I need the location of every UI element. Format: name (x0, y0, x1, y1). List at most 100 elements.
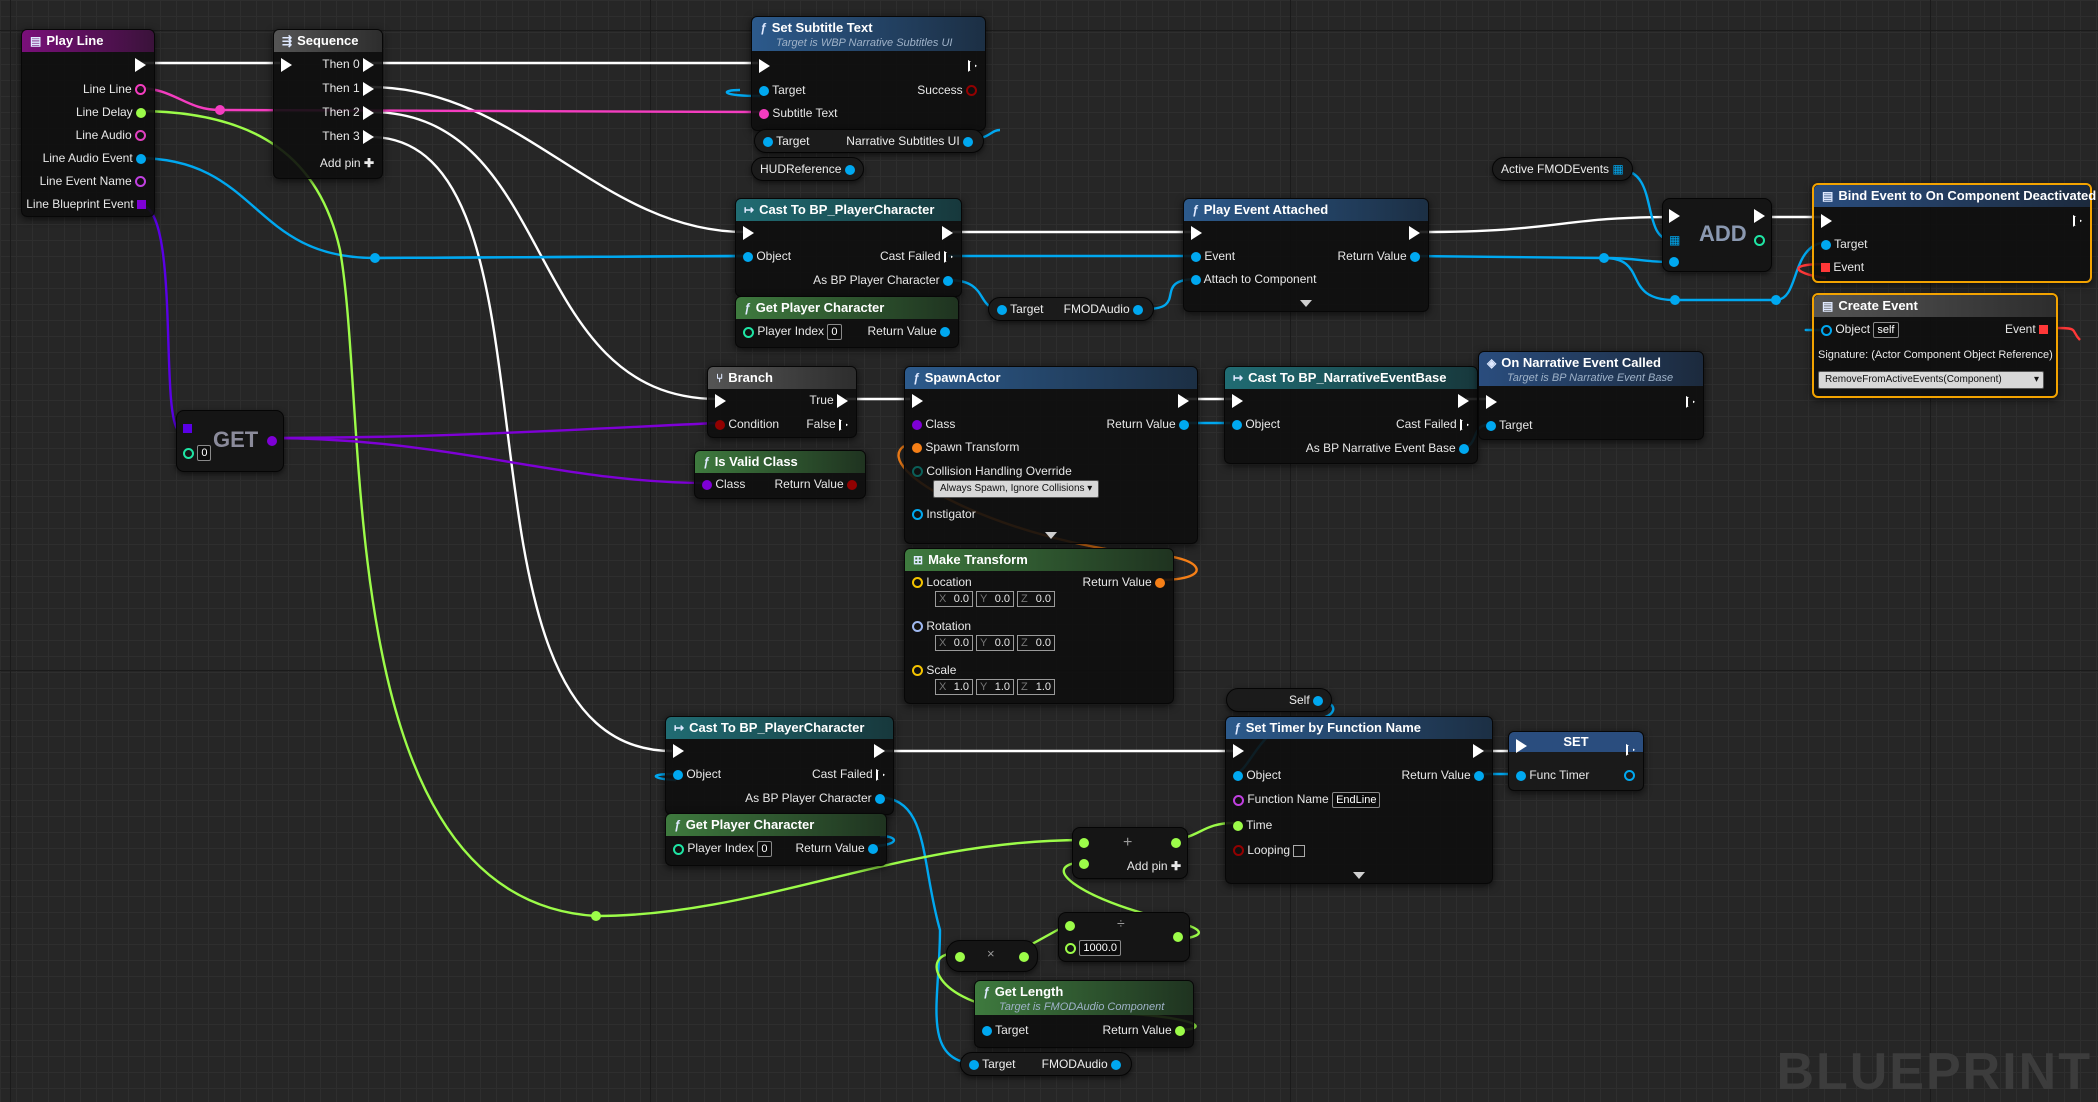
expand-arrow-icon[interactable] (1300, 300, 1312, 307)
get-index-input[interactable]: 0 (197, 445, 212, 461)
plus-b-pin[interactable] (1079, 856, 1089, 870)
on-narr-target-pin[interactable]: Target (1486, 418, 1532, 432)
fmod-audio-getter-1[interactable]: Target FMODAudio (988, 297, 1154, 321)
bind-event-event-pin[interactable]: Event (1821, 260, 1864, 274)
is-valid-return-pin[interactable]: Return Value (775, 477, 857, 491)
add-item-pin[interactable] (1669, 254, 1679, 268)
cast-narr-object-pin[interactable]: Object (1232, 417, 1280, 431)
object-self-input[interactable]: self (1873, 322, 1899, 338)
pin-line-blueprint-event[interactable]: Line Blueprint Event (26, 197, 146, 211)
make-transform-return-pin[interactable]: Return Value (1083, 575, 1165, 589)
sequence-node[interactable]: ⇶Sequence Then 0 Then 1 Then 2 Then 3 Ad… (273, 29, 383, 179)
set-timer-return-pin[interactable]: Return Value (1402, 768, 1484, 782)
cast1-exec-in[interactable] (743, 225, 754, 240)
add-index-pin[interactable] (1754, 233, 1765, 247)
looping-checkbox[interactable] (1293, 844, 1306, 857)
set-timer-time-pin[interactable]: Time (1233, 818, 1272, 832)
multiply-out-pin[interactable] (1019, 949, 1029, 963)
cast-narr-exec-in[interactable] (1232, 393, 1243, 408)
spawn-exec-out[interactable] (1178, 393, 1189, 408)
divide-b-pin[interactable]: 1000.0 (1065, 940, 1121, 956)
cast1-object-pin[interactable]: Object (743, 249, 791, 263)
add-array-pin[interactable]: ▦ (1669, 233, 1680, 247)
set-subtitle-exec-out[interactable] (968, 58, 977, 72)
bind-event-exec-in[interactable] (1821, 213, 1832, 228)
divide-a-pin[interactable] (1065, 918, 1075, 932)
set-timer-looping-pin[interactable]: Looping (1233, 843, 1306, 857)
sequence-then-1[interactable]: Then 1 (322, 81, 374, 96)
play-event-attach-pin[interactable]: Attach to Component (1191, 272, 1316, 286)
play-event-exec-out[interactable] (1409, 225, 1420, 240)
multiply-float-node[interactable]: × (946, 940, 1038, 972)
pin-line-audio[interactable]: Line Audio (76, 128, 146, 142)
cast-narr-exec-out[interactable] (1458, 393, 1469, 408)
array-add-node[interactable]: ADD ▦ (1662, 198, 1772, 272)
fmod-audio-getter-2[interactable]: Target FMODAudio (960, 1052, 1132, 1076)
is-valid-class-pin[interactable]: Class (702, 477, 745, 491)
sequence-then-3[interactable]: Then 3 (322, 129, 374, 144)
play-event-return-pin[interactable]: Return Value (1338, 249, 1420, 263)
pin-line-event-name[interactable]: Line Event Name (40, 174, 146, 188)
spawn-instigator-pin[interactable]: Instigator (912, 507, 976, 521)
sequence-add-pin[interactable]: Add pin ✚ (319, 156, 374, 170)
plus-a-pin[interactable] (1079, 835, 1089, 849)
player-index-input[interactable]: 0 (827, 324, 842, 340)
spawn-return-pin[interactable]: Return Value (1107, 417, 1189, 431)
get-length-target-pin[interactable]: Target (982, 1023, 1028, 1037)
set-func-timer-pin[interactable]: Func Timer (1516, 768, 1589, 782)
sequence-then-2[interactable]: Then 2 (322, 105, 374, 120)
get-player1-index-pin[interactable]: Player Index 0 (743, 324, 842, 340)
branch-true-pin[interactable]: True (809, 393, 848, 408)
create-event-node[interactable]: ▤Create Event Object self Event Signatur… (1812, 293, 2058, 398)
set-subtitle-exec-in[interactable] (759, 58, 770, 73)
branch-exec-in[interactable] (715, 393, 726, 408)
divide-float-node[interactable]: ÷ 1000.0 (1058, 912, 1190, 962)
set-exec-in[interactable] (1516, 738, 1527, 753)
spawn-collision-pin[interactable]: Collision Handling Override (912, 464, 1072, 478)
spawn-class-pin[interactable]: Class (912, 417, 955, 431)
cast2-exec-out[interactable] (874, 743, 885, 758)
hud-reference-variable[interactable]: HUDReference (751, 157, 864, 181)
narrative-subtitles-ui-getter[interactable]: Target Narrative Subtitles UI (754, 129, 984, 153)
play-event-exec-in[interactable] (1191, 225, 1202, 240)
get-index-pin[interactable]: 0 (183, 445, 212, 461)
cast-to-narrative-event-base-node[interactable]: ↦Cast To BP_NarrativeEventBase Object Ca… (1224, 366, 1478, 464)
sequence-exec-in[interactable] (281, 57, 292, 72)
cast-to-player-character-node-2[interactable]: ↦Cast To BP_PlayerCharacter Object Cast … (665, 716, 894, 815)
plus-out-pin[interactable] (1171, 835, 1181, 849)
location-pin[interactable]: Location (912, 575, 972, 589)
branch-condition-pin[interactable]: Condition (715, 417, 779, 431)
add-exec-in[interactable] (1669, 208, 1680, 223)
set-timer-function-name-pin[interactable]: Function Name EndLine (1233, 792, 1381, 808)
on-narr-exec-in[interactable] (1486, 394, 1497, 409)
get-player2-index-pin[interactable]: Player Index 0 (673, 841, 772, 857)
cast-to-player-character-node-1[interactable]: ↦Cast To BP_PlayerCharacter Object Cast … (735, 198, 962, 297)
set-timer-exec-out[interactable] (1473, 743, 1484, 758)
branch-false-pin[interactable]: False (806, 417, 848, 431)
spawn-transform-pin[interactable]: Spawn Transform (912, 440, 1019, 454)
sequence-then-0[interactable]: Then 0 (322, 57, 374, 72)
self-reference-node[interactable]: Self (1226, 688, 1332, 712)
get-array-pin[interactable] (183, 421, 192, 435)
array-get-node[interactable]: GET 0 (176, 410, 284, 472)
pin-line-audio-event[interactable]: Line Audio Event (43, 151, 146, 165)
cast-narr-cast-failed-pin[interactable]: Cast Failed (1396, 417, 1469, 431)
add-float-node[interactable]: + Add pin ✚ (1072, 827, 1188, 879)
play-event-event-pin[interactable]: Event (1191, 249, 1235, 263)
cast2-as-pin[interactable]: As BP Player Character (745, 791, 885, 805)
play-line-event-node[interactable]: ▤Play Line Line Line Line Delay Line Aud… (21, 29, 155, 217)
pin-line-delay[interactable]: Line Delay (76, 105, 146, 119)
